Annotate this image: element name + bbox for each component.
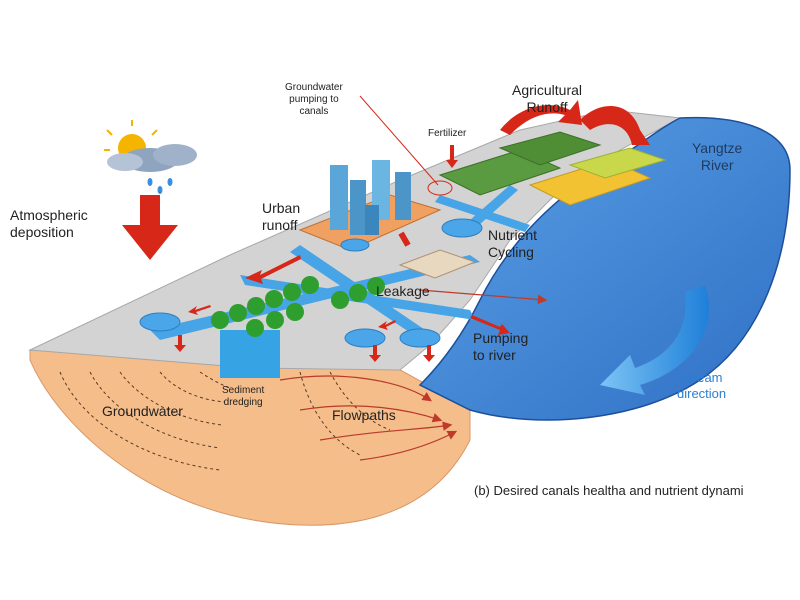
deposition-arrow (122, 195, 178, 260)
gw-pumping-callout (359, 95, 439, 186)
tree-rows (211, 276, 385, 337)
city-buildings (298, 160, 442, 251)
agri-runoff-arrow (580, 106, 650, 145)
fertilizer-label: Fertilizer (428, 128, 467, 139)
leakage-arrow (419, 289, 548, 305)
agri-runoff-arrow-2 (500, 100, 582, 135)
leakage-label: Leakage (376, 283, 430, 299)
wetland-ponds (139, 218, 483, 348)
farm-fields (438, 131, 667, 206)
groundwater-contours (59, 371, 391, 471)
groundwater-label: Groundwater (102, 403, 183, 419)
weather-icon (104, 120, 197, 194)
figure-caption: (b) Desired canals healtha and nutrient … (474, 483, 744, 498)
flowpaths-label: Flowpaths (332, 407, 396, 423)
gw-pumping-marker (427, 180, 453, 196)
process-arrows (174, 145, 510, 362)
stream-direction-arrow (600, 285, 709, 395)
flowpath-arrows (279, 375, 458, 461)
sediment-block (220, 330, 280, 378)
facility-block (398, 249, 477, 279)
